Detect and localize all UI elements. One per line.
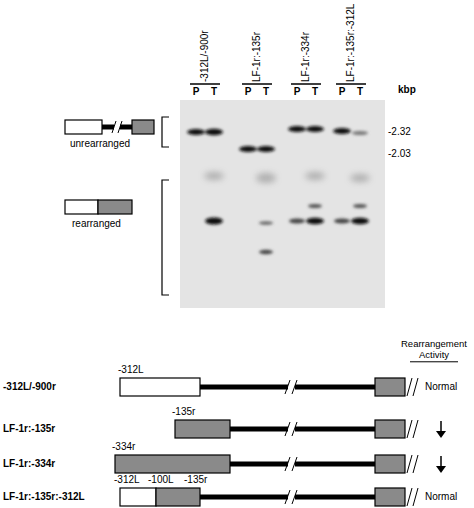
lane-label: -312L/-900r: [199, 30, 211, 82]
position-label: -135r: [172, 406, 195, 418]
bracket: [162, 117, 169, 295]
construct-name: LF-1r:-135r:-312L: [3, 491, 85, 503]
break-mark: [285, 378, 418, 506]
southern-blot: [180, 100, 385, 308]
lane-letter: P: [339, 86, 346, 98]
lane-letter: T: [211, 86, 217, 98]
lane-overline: [190, 83, 366, 85]
construct-name: -312L/-900r: [3, 381, 56, 393]
underline: [410, 361, 458, 362]
construct-name: LF-1r:-334r: [3, 458, 55, 470]
position-label: -100L: [148, 474, 174, 486]
decrease-arrow: [436, 421, 446, 473]
construct-row: [175, 420, 405, 438]
band-label: rearranged: [72, 218, 121, 230]
band-label: unrearranged: [70, 138, 130, 150]
size-marker: -2.03: [388, 148, 411, 160]
lane-letter: T: [263, 86, 269, 98]
position-label: -312L: [114, 474, 140, 486]
construct-row: [120, 378, 405, 396]
lane-letter: T: [357, 86, 363, 98]
lane-letter: P: [193, 86, 200, 98]
lane-label: LF-1r:-135r: [251, 32, 263, 82]
size-marker: -2.32: [388, 126, 411, 138]
position-label: -135r: [184, 474, 207, 486]
construct-name: LF-1r:-135r: [3, 423, 55, 435]
lane-label: LF-1r:-135r:-312L: [345, 4, 357, 82]
column-header: Rearrangement Activity: [396, 338, 472, 361]
construct-row: [115, 455, 405, 473]
rearranged-schematic: [65, 200, 132, 214]
lane-label: LF-1r:-334r: [300, 32, 312, 82]
unit-label: kbp: [398, 84, 416, 96]
underline: [410, 361, 458, 362]
position-label: -312L: [118, 364, 144, 376]
activity-value: Normal: [425, 381, 457, 393]
activity-value: Normal: [425, 491, 457, 503]
lane-letter: T: [312, 86, 318, 98]
lane-letter: P: [294, 86, 301, 98]
unrearranged-schematic: [65, 120, 154, 134]
construct-row: [120, 488, 405, 506]
lane-letter: P: [245, 86, 252, 98]
position-label: -334r: [112, 441, 135, 453]
